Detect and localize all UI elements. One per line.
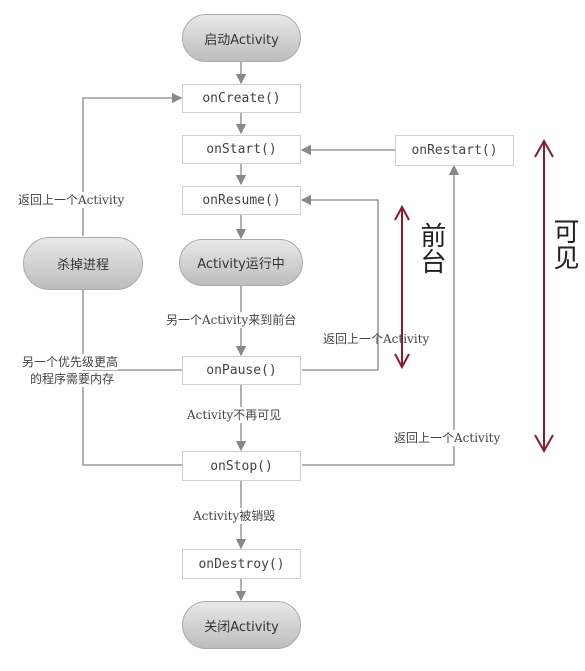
onstart-node: onStart(): [182, 135, 301, 164]
higher-priority-label-line1: 另一个优先级更高: [22, 354, 119, 370]
front-annotation: 前台: [416, 222, 446, 274]
start-activity-node: 启动Activity: [182, 14, 301, 62]
visible-annotation: 可见: [549, 218, 579, 270]
return-previous-mid-label: 返回上一个Activity: [323, 332, 430, 346]
not-visible-label: Activity不再可见: [187, 407, 282, 423]
onresume-node: onResume(): [182, 186, 301, 215]
higher-priority-label-line2: 的程序需要内存: [30, 371, 115, 387]
another-activity-foreground-label: 另一个Activity来到前台: [166, 312, 297, 328]
onrestart-node: onRestart(): [395, 135, 514, 166]
onpause-node: onPause(): [182, 356, 301, 385]
return-previous-right-label: 返回上一个Activity: [394, 430, 501, 446]
oncreate-node: onCreate(): [182, 84, 301, 113]
onstop-node: onStop(): [182, 451, 301, 481]
activity-destroyed-label: Activity被销毁: [193, 508, 276, 524]
close-activity-node: 关闭Activity: [182, 601, 301, 649]
kill-process-node: 杀掉进程: [23, 237, 143, 290]
return-previous-left-label: 返回上一个Activity: [18, 192, 125, 208]
ondestroy-node: onDestroy(): [182, 549, 301, 579]
activity-running-node: Activity运行中: [179, 239, 303, 286]
